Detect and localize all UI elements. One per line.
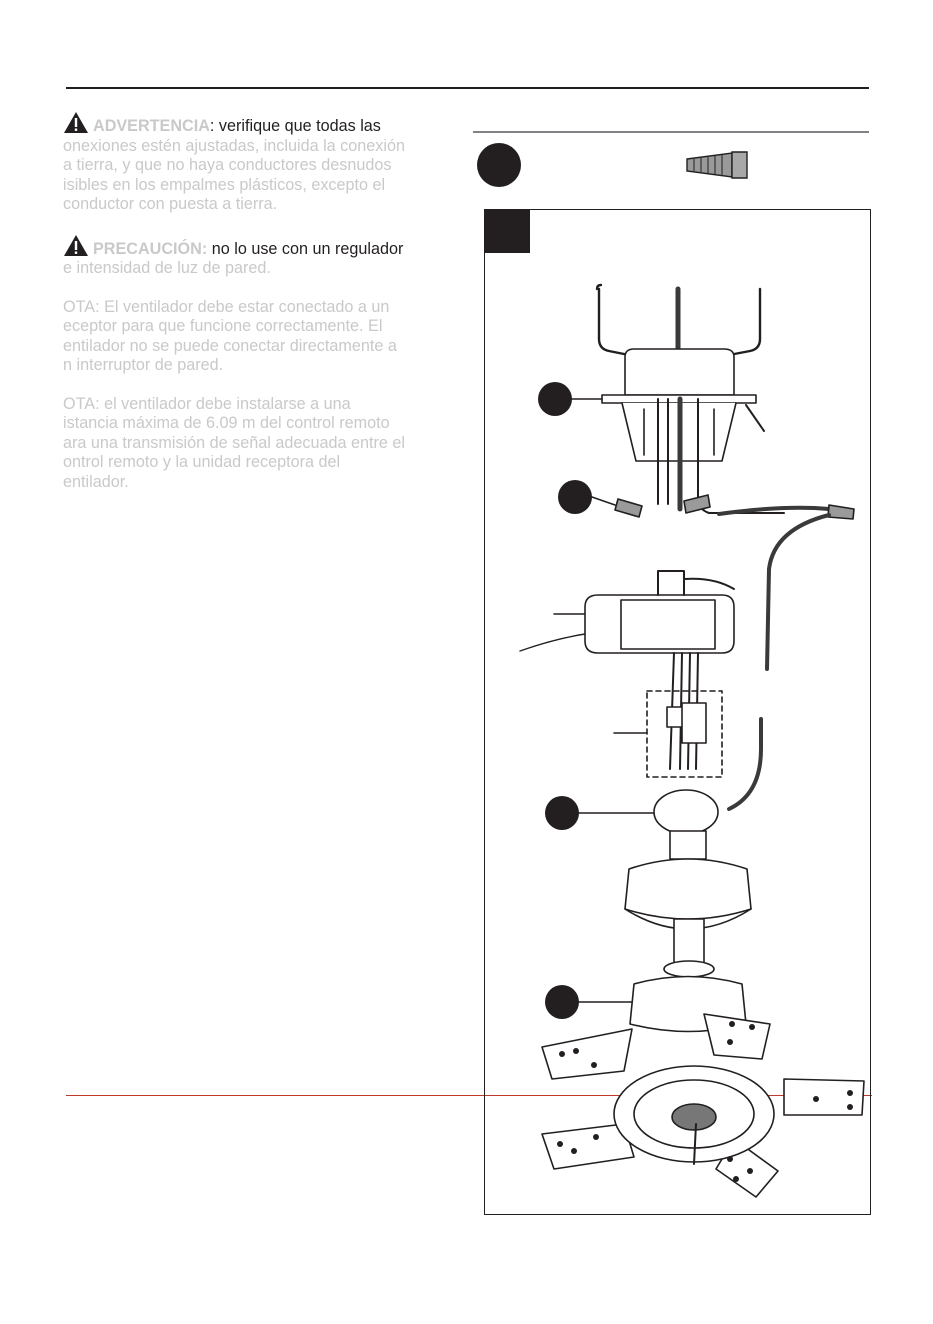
caution-lead: PRECAUCIÓN: [93,239,208,258]
warning-note: ADVERTENCIA: verifique que todas las one… [63,111,461,215]
note-distance: OTA: el ventilador debe instalarse a una… [63,395,461,493]
note-distance-text: OTA: el ventilador debe instalarse a una [63,394,351,413]
warning-first-line: verifique que todas las [218,117,381,135]
note-receiver-rest: eceptor para que funcione correctamente.… [63,317,397,374]
top-rule [66,87,869,89]
warning-triangle-icon [64,234,88,256]
wire-connector-icon [686,151,748,179]
figure-frame [484,209,871,1215]
fan-installation-diagram [519,283,865,1198]
notes-column: ADVERTENCIA: verifique que todas las one… [63,111,461,511]
caution-first-line: no lo use con un regulador [207,239,404,258]
step-bullet-icon [477,143,521,187]
warning-sep: : [209,117,219,135]
section-rule [473,131,869,133]
warning-line-3: a tierra, y que no haya conductores desn… [63,156,392,174]
bottom-rule [66,1095,872,1096]
figure-tab [484,209,530,253]
note-receiver: OTA: El ventilador debe estar conectado … [63,298,461,376]
note-distance-rest: istancia máxima de 6.09 m del control re… [63,414,405,491]
note-receiver-text: OTA: El ventilador debe estar conectado … [63,297,390,316]
warning-line-2: onexiones estén ajustadas, incluida la c… [63,136,405,155]
warning-line-5: conductor con puesta a tierra. [63,195,278,213]
caution-note: PRECAUCIÓN: no lo use con un regulador e… [63,234,461,279]
warning-lead: ADVERTENCIA [93,117,210,135]
warning-line-4: isibles en los empalmes plásticos, excep… [63,175,386,194]
warning-triangle-icon [64,112,88,133]
caution-line-2: e intensidad de luz de pared. [63,259,271,277]
